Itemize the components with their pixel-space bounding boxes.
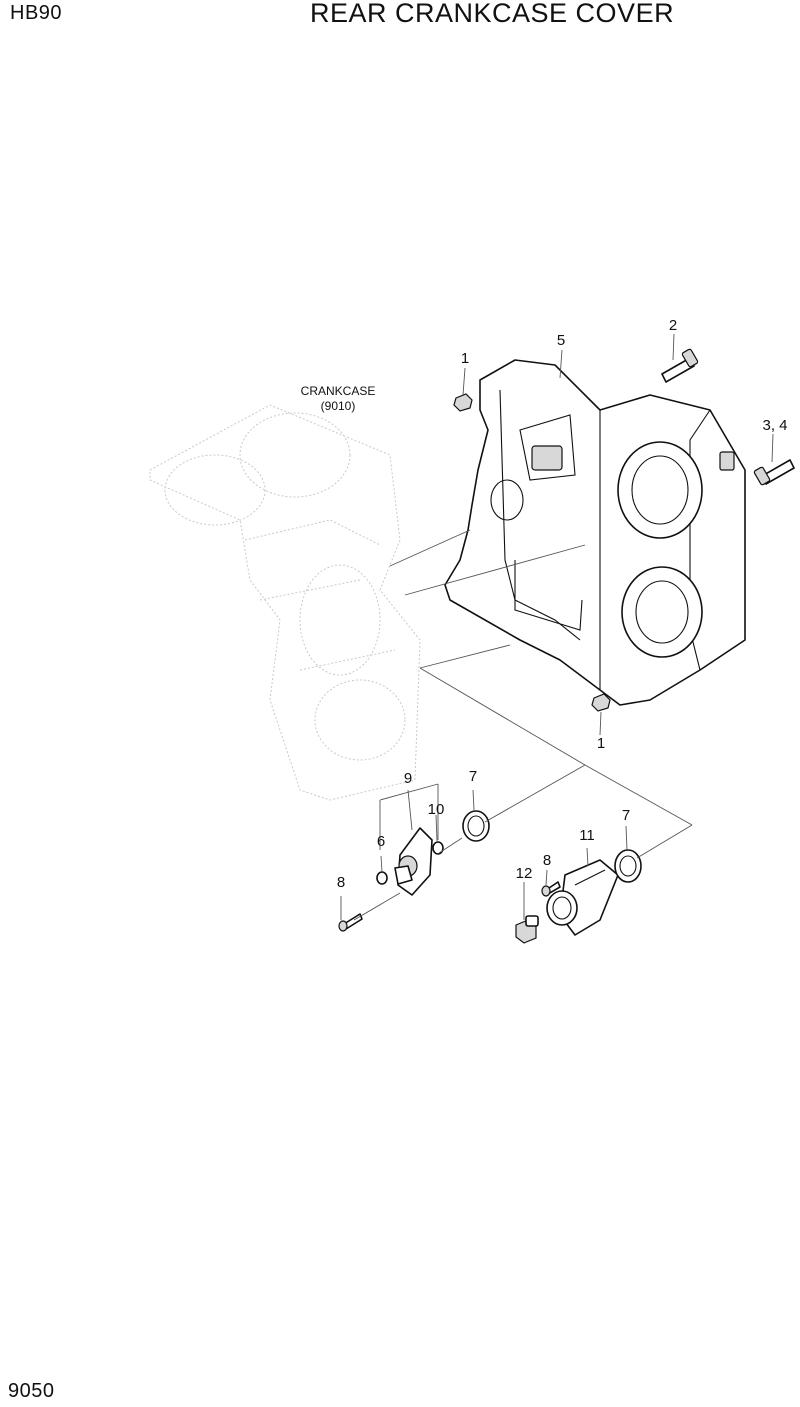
- bolt-part-8-right: [541, 881, 561, 897]
- bolt-part-8-left: [338, 913, 363, 932]
- bolt-part-2: [661, 348, 699, 383]
- callout-6: 6: [377, 833, 385, 850]
- reference-code: (9010): [321, 399, 356, 413]
- o-ring-part-6: [376, 871, 388, 885]
- callout-11: 11: [579, 827, 595, 844]
- callout-12: 12: [516, 865, 533, 882]
- callout-3-4: 3, 4: [762, 417, 787, 434]
- callout-7-left: 7: [469, 768, 477, 785]
- callout-2: 2: [669, 317, 677, 334]
- callout-7-right: 7: [622, 807, 630, 824]
- gasket-part-7-right: [614, 849, 642, 883]
- callout-9: 9: [404, 770, 412, 787]
- plug-part-12: [515, 915, 539, 944]
- callout-1-bottom: 1: [597, 735, 605, 752]
- callout-10: 10: [428, 801, 445, 818]
- bolt-part-3-4: [753, 459, 795, 486]
- page-title: REAR CRANKCASE COVER: [310, 0, 675, 28]
- nut-part-1-bottom: [591, 693, 611, 712]
- page-number: 9050: [8, 1380, 55, 1402]
- model-label: HB90: [10, 2, 63, 24]
- cover-plate-part-9: [394, 827, 433, 896]
- nut-part-1-top: [453, 393, 473, 412]
- leader-lines: [340, 333, 774, 921]
- callout-8-left: 8: [337, 874, 345, 891]
- crankcase-ghost: [149, 404, 421, 801]
- gasket-part-7-left: [462, 810, 490, 842]
- callout-1-top: 1: [461, 350, 469, 367]
- rear-crankcase-cover: [444, 359, 746, 706]
- tube-part-11: [546, 859, 619, 936]
- callout-5: 5: [557, 332, 565, 349]
- o-ring-part-10: [432, 841, 444, 855]
- reference-name: CRANKCASE: [301, 384, 376, 398]
- callout-8-right: 8: [543, 852, 551, 869]
